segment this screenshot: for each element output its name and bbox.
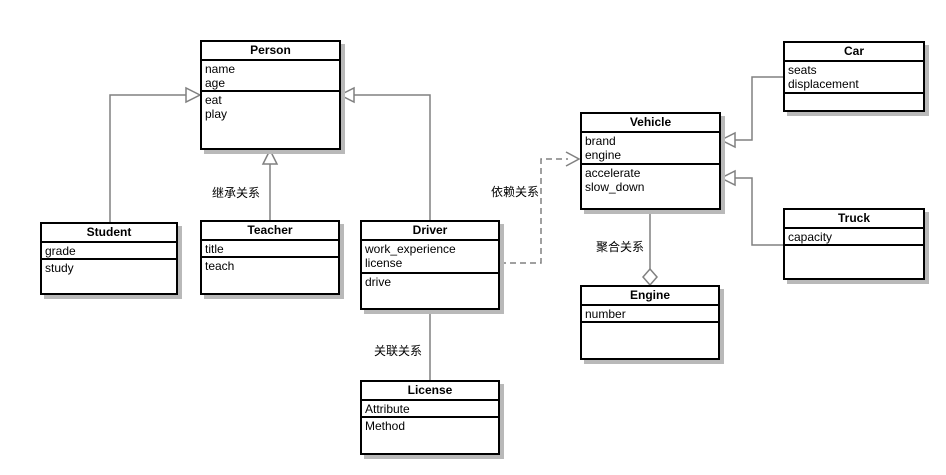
class-box-license[interactable]: License Attribute Method	[360, 380, 500, 455]
attributes-section: name age	[202, 61, 339, 92]
method: eat	[205, 93, 222, 107]
label-dependency: 依赖关系	[491, 185, 540, 199]
class-title: Car	[785, 43, 923, 62]
inheritance-arrow-icon	[338, 86, 355, 104]
edge-student-person[interactable]	[109, 94, 186, 222]
attribute: engine	[585, 148, 622, 162]
class-title: Engine	[582, 287, 718, 306]
label-association: 关联关系	[374, 344, 423, 358]
inheritance-arrow-icon	[185, 86, 202, 104]
class-title: Student	[42, 224, 176, 243]
attributes-section: seats displacement	[785, 62, 923, 94]
attributes-section: grade	[42, 243, 176, 260]
edge-driver-person[interactable]	[354, 94, 431, 220]
attribute: seats	[788, 63, 817, 77]
edge-truck-vehicle[interactable]	[735, 177, 783, 246]
class-box-truck[interactable]: Truck capacity	[783, 208, 925, 280]
attribute: number	[585, 307, 626, 321]
attribute: license	[365, 256, 403, 270]
attribute: name	[205, 62, 236, 76]
attribute: brand	[585, 134, 616, 148]
method: accelerate	[585, 166, 641, 180]
class-box-driver[interactable]: Driver work_experience license drive	[360, 220, 500, 310]
label-aggregation: 聚合关系	[596, 240, 645, 254]
method: study	[45, 261, 74, 275]
attribute: title	[205, 242, 224, 256]
attributes-section: work_experience license	[362, 241, 498, 274]
methods-section: eat play	[202, 92, 339, 148]
attribute: Attribute	[365, 402, 410, 416]
method: drive	[365, 275, 392, 289]
attribute: capacity	[788, 230, 833, 244]
inheritance-arrow-icon	[261, 148, 279, 165]
attributes-section: title	[202, 241, 338, 258]
class-box-car[interactable]: Car seats displacement	[783, 41, 925, 112]
class-title: Vehicle	[582, 114, 719, 133]
method: Method	[365, 419, 406, 433]
class-box-teacher[interactable]: Teacher title teach	[200, 220, 340, 295]
class-title: Truck	[785, 210, 923, 229]
class-box-vehicle[interactable]: Vehicle brand engine accelerate slow_dow…	[580, 112, 721, 210]
inheritance-arrow-icon	[719, 169, 736, 187]
class-box-person[interactable]: Person name age eat play	[200, 40, 341, 150]
methods-section	[785, 246, 923, 278]
label-inheritance: 继承关系	[212, 186, 261, 200]
class-title: Driver	[362, 222, 498, 241]
methods-section	[785, 94, 923, 110]
class-box-engine[interactable]: Engine number	[580, 285, 720, 360]
methods-section: accelerate slow_down	[582, 165, 719, 208]
attributes-section: number	[582, 306, 718, 323]
methods-section	[582, 323, 718, 358]
class-title: License	[362, 382, 498, 401]
method: play	[205, 107, 228, 121]
edge-car-vehicle[interactable]	[735, 76, 783, 141]
class-title: Teacher	[202, 222, 338, 241]
methods-section: Method	[362, 418, 498, 453]
methods-section: teach	[202, 258, 338, 293]
attributes-section: brand engine	[582, 133, 719, 165]
edge-driver-vehicle[interactable]	[500, 158, 568, 264]
dependency-arrow-icon	[565, 151, 581, 167]
methods-section: drive	[362, 274, 498, 308]
class-title: Person	[202, 42, 339, 61]
attribute: age	[205, 76, 226, 90]
aggregation-diamond-icon	[642, 267, 658, 287]
inheritance-arrow-icon	[719, 131, 736, 149]
class-box-student[interactable]: Student grade study	[40, 222, 178, 295]
attribute: grade	[45, 244, 76, 258]
method: slow_down	[585, 180, 645, 194]
attribute: work_experience	[365, 242, 456, 256]
methods-section: study	[42, 260, 176, 293]
attributes-section: Attribute	[362, 401, 498, 418]
attribute: displacement	[788, 77, 859, 91]
attributes-section: capacity	[785, 229, 923, 246]
method: teach	[205, 259, 235, 273]
